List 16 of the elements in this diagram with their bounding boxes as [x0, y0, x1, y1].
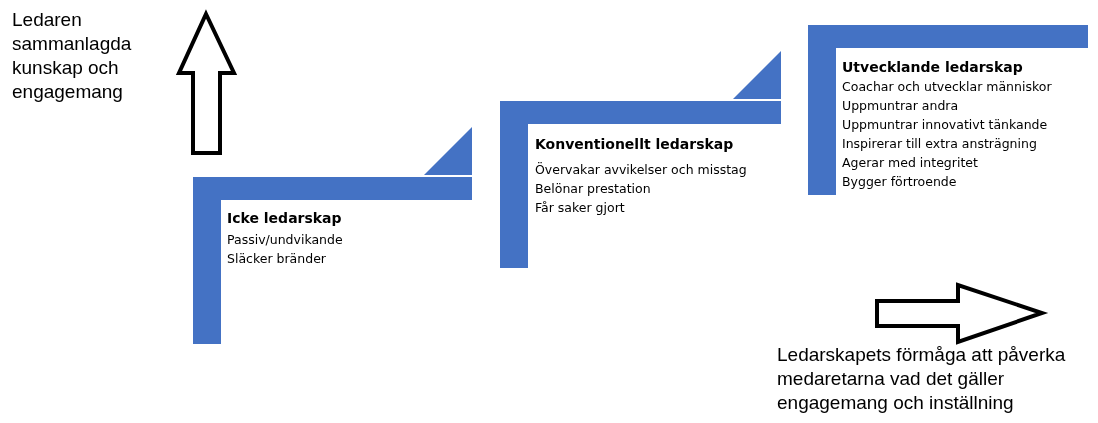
step-item: Coachar och utvecklar människor [842, 79, 1052, 94]
axis-caption: Ledarskapets förmåga att påverka medaretarna vad det gäller engagemang och inställning [777, 343, 1067, 415]
step-item: Uppmuntrar andra [842, 98, 959, 113]
step-heading: Icke ledarskap [227, 210, 342, 226]
step-item: Släcker bränder [227, 251, 326, 266]
step-heading: Konventionellt ledarskap [535, 136, 734, 152]
step-item: Får saker gjort [535, 200, 625, 215]
step-item: Agerar med integritet [842, 155, 978, 170]
step-item: Belönar prestation [535, 181, 651, 196]
step-heading: Utvecklande ledarskap [842, 59, 1023, 75]
step-item: Uppmuntrar innovativt tänkande [842, 117, 1048, 132]
step-item: Bygger förtroende [842, 174, 957, 189]
step-item: Övervakar avvikelser och misstag [535, 162, 747, 177]
axis-caption: Ledaren sammanlagda kunskap och engagemang [12, 8, 133, 104]
step-item: Inspirerar till extra ansträgning [842, 136, 1037, 151]
step-item: Passiv/undvikande [227, 232, 343, 247]
